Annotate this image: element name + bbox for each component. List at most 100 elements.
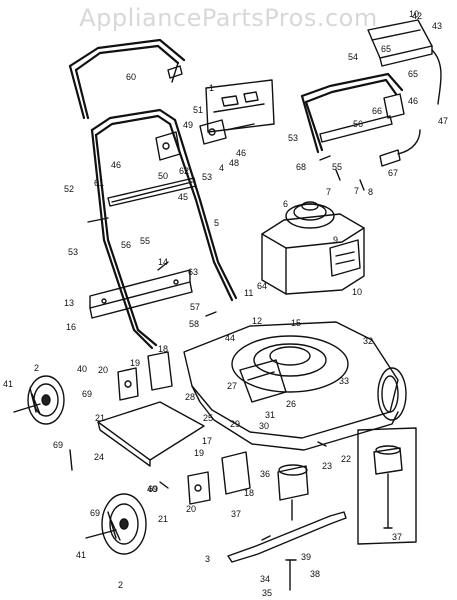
callout-21: 21 [95, 413, 105, 423]
callout-62: 62 [179, 166, 189, 176]
callout-36: 36 [260, 469, 270, 479]
height-adjuster-rear [117, 351, 173, 401]
callout-67: 67 [388, 168, 398, 178]
callout-35: 35 [262, 588, 272, 598]
callout-13: 13 [64, 298, 74, 308]
callout-8: 8 [368, 187, 373, 197]
callout-18: 18 [244, 488, 254, 498]
callout-54: 54 [348, 52, 358, 62]
callout-19: 19 [194, 448, 204, 458]
hardware-bolts [69, 155, 365, 489]
callout-56: 56 [121, 240, 131, 250]
callout-3: 3 [205, 554, 210, 564]
callout-27: 27 [227, 381, 237, 391]
callout-69: 69 [148, 484, 158, 494]
callout-44: 44 [225, 333, 235, 343]
mower-deck [183, 321, 407, 451]
callout-43: 43 [432, 21, 442, 31]
callout-1: 1 [209, 83, 214, 93]
alt-handle-assembly [300, 19, 442, 167]
callout-45: 45 [178, 192, 188, 202]
callout-19: 19 [130, 358, 140, 368]
callout-4: 4 [219, 163, 224, 173]
height-adjuster-front [187, 451, 251, 505]
callout-28: 28 [185, 392, 195, 402]
callout-26: 26 [286, 399, 296, 409]
callout-6: 6 [283, 199, 288, 209]
callout-7: 7 [354, 186, 359, 196]
adapter-inset-box [357, 427, 417, 545]
callout-61: 61 [94, 178, 104, 188]
control-detail-box [205, 79, 275, 133]
callout-41: 41 [3, 379, 13, 389]
callout-14: 14 [158, 257, 168, 267]
callout-29: 29 [230, 419, 240, 429]
callout-46: 46 [236, 148, 246, 158]
callout-64: 64 [257, 281, 267, 291]
callout-69: 69 [82, 389, 92, 399]
callout-51: 51 [193, 105, 203, 115]
callout-33: 33 [339, 376, 349, 386]
callout-9: 9 [333, 235, 338, 245]
callout-16: 16 [66, 322, 76, 332]
callout-55: 55 [140, 236, 150, 246]
callout-47: 47 [438, 116, 448, 126]
callout-69: 69 [53, 440, 63, 450]
callout-65: 65 [381, 44, 391, 54]
callout-22: 22 [341, 454, 351, 464]
callout-39: 39 [301, 552, 311, 562]
callout-32: 32 [363, 336, 373, 346]
callout-25: 25 [203, 413, 213, 423]
rear-flap [97, 401, 205, 467]
callout-41: 41 [76, 550, 86, 560]
callout-42: 42 [412, 11, 422, 21]
callout-52: 52 [64, 184, 74, 194]
callout-12: 12 [252, 316, 262, 326]
callout-34: 34 [260, 574, 270, 584]
callout-38: 38 [310, 569, 320, 579]
blade [227, 511, 347, 563]
callout-66: 66 [372, 106, 382, 116]
callout-40: 40 [147, 484, 157, 494]
callout-5: 5 [214, 218, 219, 228]
callout-63: 63 [188, 267, 198, 277]
callout-58: 58 [189, 319, 199, 329]
callout-23: 23 [322, 461, 332, 471]
callout-31: 31 [265, 410, 275, 420]
lower-handle [90, 108, 238, 350]
wheel-rear [13, 375, 65, 425]
callout-20: 20 [98, 365, 108, 375]
callout-30: 30 [259, 421, 269, 431]
callout-49: 49 [183, 120, 193, 130]
callout-55: 55 [332, 162, 342, 172]
callout-21: 21 [158, 514, 168, 524]
callout-46: 46 [111, 160, 121, 170]
callout-10: 10 [409, 9, 419, 19]
callout-10: 10 [352, 287, 362, 297]
callout-57: 57 [190, 302, 200, 312]
callout-2: 2 [34, 363, 39, 373]
engine [261, 201, 365, 295]
brake-bracket [155, 119, 255, 161]
callout-11: 11 [244, 288, 253, 298]
callout-15: 15 [291, 318, 301, 328]
callout-60: 60 [126, 72, 136, 82]
callout-40: 40 [77, 364, 87, 374]
callout-68: 68 [296, 162, 306, 172]
callout-56: 56 [353, 119, 363, 129]
callout-53: 53 [68, 247, 78, 257]
watermark: AppliancePartsPros.com [79, 4, 378, 32]
mounting-bar [89, 269, 193, 319]
callout-2: 2 [118, 580, 123, 590]
callout-53: 53 [288, 133, 298, 143]
blade-adapter [277, 464, 309, 591]
callout-53: 53 [202, 172, 212, 182]
callout-65: 65 [408, 69, 418, 79]
callout-20: 20 [186, 504, 196, 514]
callout-24: 24 [94, 452, 104, 462]
callout-7: 7 [326, 187, 331, 197]
callout-69: 69 [90, 508, 100, 518]
